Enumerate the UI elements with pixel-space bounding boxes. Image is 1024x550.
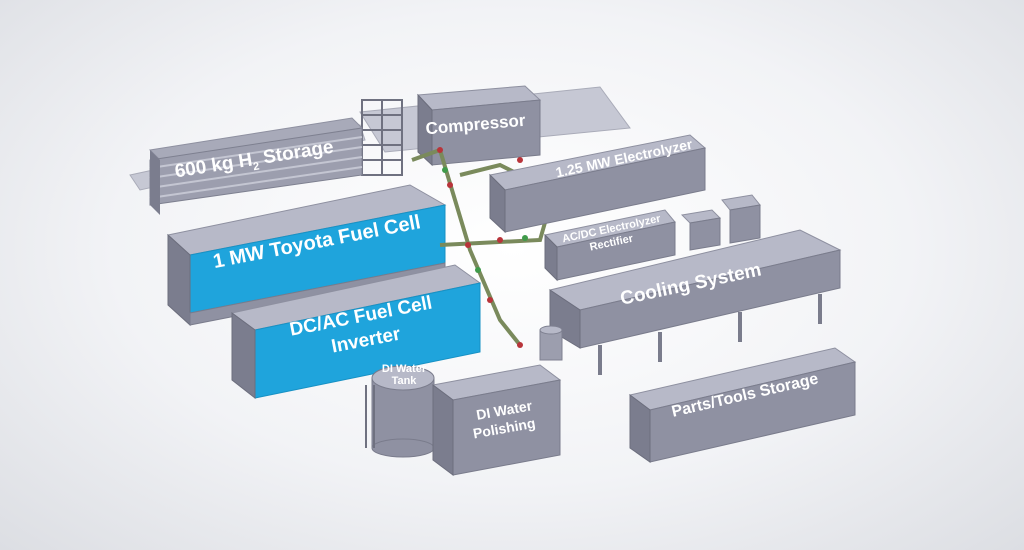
fuel-cell-block: 1 MW Toyota Fuel Cell [166, 184, 447, 327]
di-polishing-block: DI Water Polishing [431, 364, 562, 476]
inverter-block: DC/AC Fuel Cell Inverter [230, 264, 482, 400]
compressor-block: Compressor [416, 85, 542, 167]
h2-storage-block: 600 kg H2 Storage [148, 117, 364, 215]
cooling-fans [680, 194, 761, 251]
di-tank-label-line2: Tank [392, 375, 418, 387]
di-tank-label-line1: DI Water [382, 363, 427, 375]
cooling-system-block: Cooling System [548, 229, 842, 375]
di-water-tank: DI Water Tank [365, 363, 435, 458]
parts-storage-block: Parts/Tools Storage [628, 347, 857, 463]
small-vessel [539, 325, 563, 361]
